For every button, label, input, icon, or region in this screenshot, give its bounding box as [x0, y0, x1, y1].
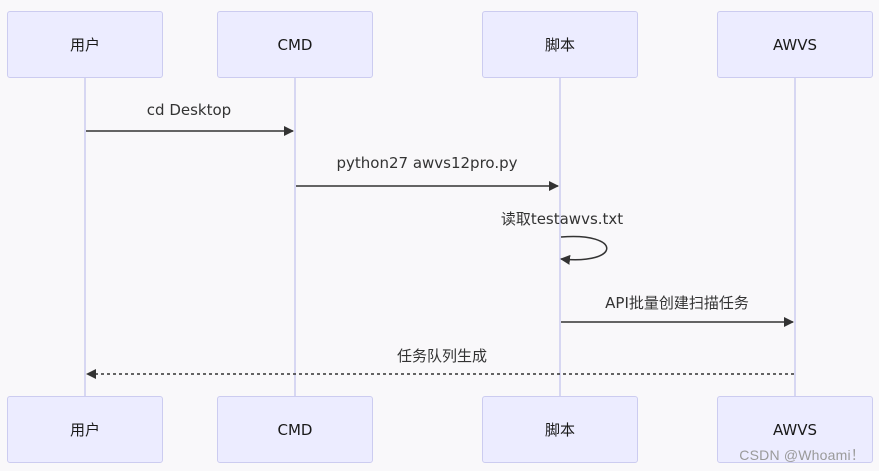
message-label-3: 读取testawvs.txt — [500, 210, 624, 228]
actor-top-script: 脚本 — [482, 11, 638, 78]
message-label-1: cd Desktop — [146, 101, 232, 119]
actor-top-awvs: AWVS — [717, 11, 873, 78]
watermark: CSDN @Whoami！ — [739, 447, 865, 463]
actor-top-user: 用户 — [7, 11, 163, 78]
actor-bottom-script: 脚本 — [482, 396, 638, 463]
actor-label: CMD — [277, 420, 313, 439]
actor-bottom-user: 用户 — [7, 396, 163, 463]
actor-label: AWVS — [772, 420, 818, 439]
message-label-2: python27 awvs12pro.py — [336, 154, 518, 172]
actor-bottom-cmd: CMD — [217, 396, 373, 463]
message-label-4: API批量创建扫描任务 — [605, 294, 749, 312]
actor-label: 用户 — [69, 36, 100, 54]
message-arrow-3 — [560, 235, 608, 265]
actor-label: 用户 — [69, 421, 100, 439]
actor-label: 脚本 — [544, 421, 575, 439]
actor-label: 脚本 — [544, 36, 575, 54]
actor-label: CMD — [277, 35, 313, 54]
message-label-5: 任务队列生成 — [396, 347, 488, 365]
actor-label: AWVS — [772, 35, 818, 54]
actor-top-cmd: CMD — [217, 11, 373, 78]
actor-bottom-awvs: AWVS — [717, 396, 873, 463]
